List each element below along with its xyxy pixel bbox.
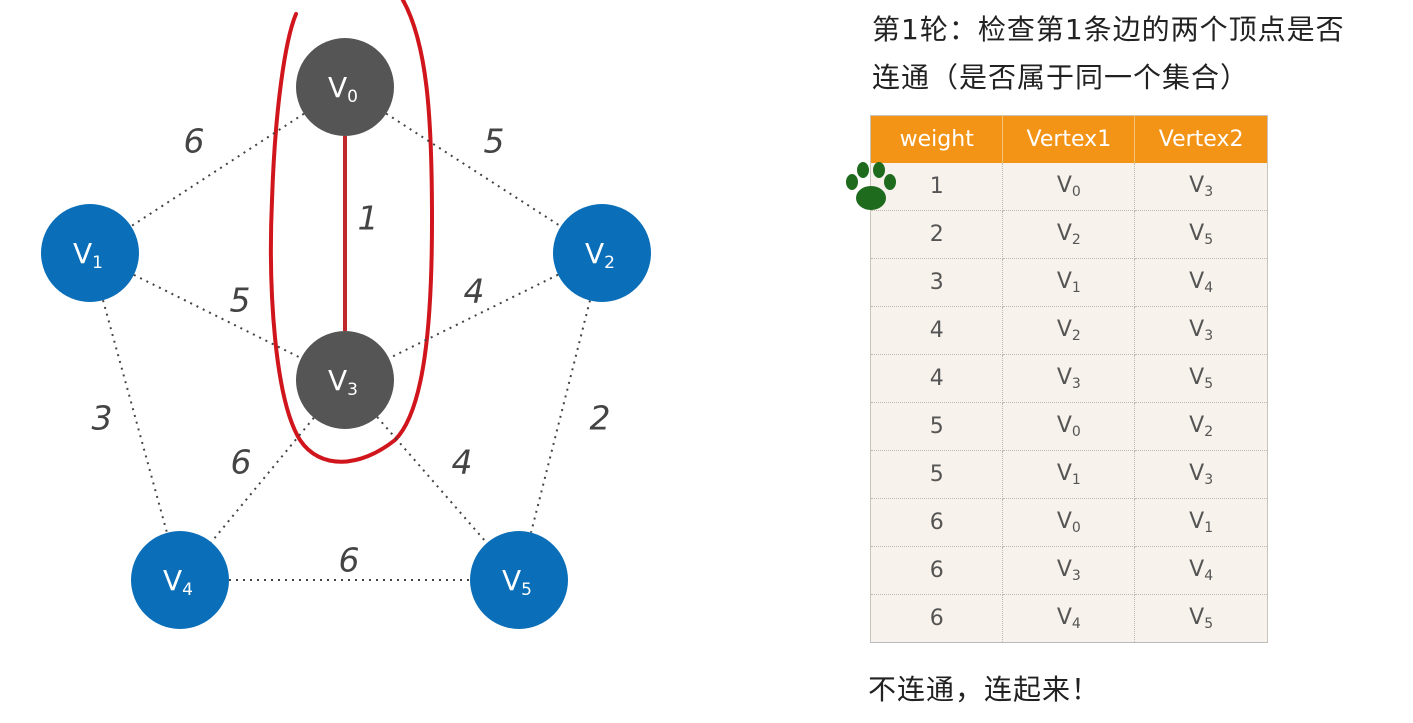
node-V4: V4 (131, 531, 229, 629)
cell-vertex2: V3 (1134, 306, 1268, 355)
cell-vertex1: V0 (1002, 498, 1136, 547)
edge-weight-V2-V5: 2 (590, 399, 611, 438)
step-description-line1: 第1轮：检查第1条边的两个顶点是否 (872, 13, 1345, 46)
edge-weight-V4-V5: 6 (339, 541, 360, 580)
cell-vertex1: V2 (1002, 306, 1136, 355)
edge-V3-V4 (210, 417, 315, 543)
node-circle (41, 204, 139, 302)
cell-weight: 3 (870, 258, 1004, 307)
node-V3: V3 (296, 331, 394, 429)
cell-vertex2: V5 (1134, 354, 1268, 403)
cell-weight: 6 (870, 594, 1004, 643)
cell-vertex2: V5 (1134, 210, 1268, 259)
cell-vertex2: V2 (1134, 402, 1268, 451)
cell-vertex1: V3 (1002, 354, 1136, 403)
edge-table-header-row: weight Vertex1 Vertex2 (870, 115, 1268, 163)
cell-weight: 6 (870, 498, 1004, 547)
node-V1: V1 (41, 204, 139, 302)
cell-vertex1: V1 (1002, 258, 1136, 307)
cell-vertex2: V5 (1134, 594, 1268, 643)
paw-icon (846, 162, 896, 210)
step-description: 第1轮：检查第1条边的两个顶点是否 连通（是否属于同一个集合） (872, 6, 1412, 102)
node-V2: V2 (553, 204, 651, 302)
node-circle (553, 204, 651, 302)
edge-weight-V0-V3: 1 (358, 199, 379, 238)
cell-weight: 6 (870, 546, 1004, 595)
header-weight: weight (870, 115, 1004, 163)
edge-weight-V0-V1: 6 (184, 122, 205, 161)
cell-weight: 5 (870, 402, 1004, 451)
node-circle (296, 331, 394, 429)
result-note: 不连通，连起来！ (868, 673, 1101, 706)
edge-V2-V5 (530, 300, 591, 533)
cell-vertex1: V0 (1002, 163, 1136, 211)
node-circle (296, 38, 394, 136)
node-circle (470, 531, 568, 629)
cell-vertex2: V3 (1134, 163, 1268, 211)
edge-weight-V3-V4: 6 (231, 443, 252, 482)
edge-V1-V3 (133, 273, 302, 360)
edge-V0-V1 (130, 112, 305, 228)
edge-V1-V4 (102, 299, 168, 534)
cell-weight: 5 (870, 450, 1004, 499)
cell-weight: 4 (870, 306, 1004, 355)
cell-weight: 2 (870, 210, 1004, 259)
edge-weight-V1-V3: 5 (230, 281, 251, 320)
node-V5: V5 (470, 531, 568, 629)
edge-weight-V1-V4: 3 (92, 399, 113, 438)
edge-V0-V2 (385, 112, 562, 228)
edge-weight-V0-V2: 5 (484, 122, 505, 161)
cell-weight: 4 (870, 354, 1004, 403)
cell-vertex1: V3 (1002, 546, 1136, 595)
header-vertex2: Vertex2 (1134, 115, 1268, 163)
cell-vertex1: V0 (1002, 402, 1136, 451)
cell-vertex2: V4 (1134, 546, 1268, 595)
step-description-line2: 连通（是否属于同一个集合） (872, 61, 1250, 94)
node-circle (131, 531, 229, 629)
cell-vertex2: V4 (1134, 258, 1268, 307)
selection-highlight-loop (268, 0, 435, 464)
edge-weight-V2-V3: 4 (464, 272, 485, 311)
header-vertex1: Vertex1 (1002, 115, 1136, 163)
cell-vertex2: V3 (1134, 450, 1268, 499)
cell-vertex1: V1 (1002, 450, 1136, 499)
cell-vertex1: V2 (1002, 210, 1136, 259)
cell-vertex2: V1 (1134, 498, 1268, 547)
node-V0: V0 (296, 38, 394, 136)
cell-vertex1: V4 (1002, 594, 1136, 643)
edge-weight-V3-V5: 4 (452, 443, 473, 482)
